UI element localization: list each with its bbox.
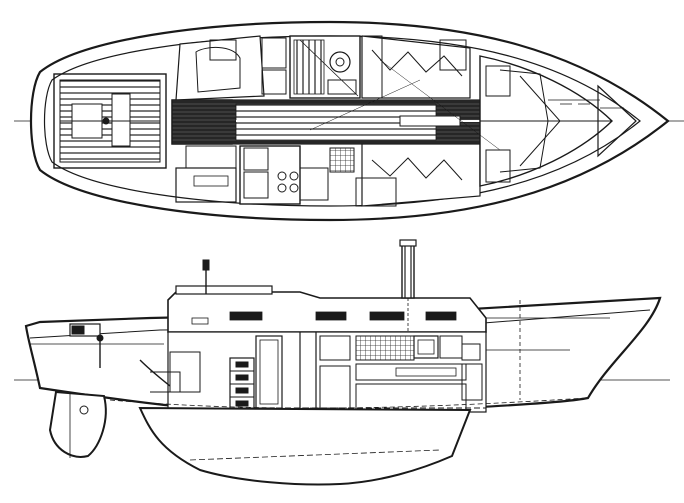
interior-cutaway: [167, 331, 487, 413]
chain-locker: [597, 84, 637, 158]
galley: [239, 145, 355, 205]
cockpit-profile: [30, 323, 181, 393]
keel: [138, 406, 472, 486]
forward-cabin: [479, 55, 614, 187]
cockpit: [53, 73, 167, 169]
saloon-settee-starboard: [355, 143, 481, 207]
deckhouse: [167, 285, 487, 333]
rudder: [48, 390, 107, 458]
plan-view: [14, 20, 684, 222]
saloon-settee-port: [361, 35, 471, 99]
profile-view: [14, 239, 670, 486]
head: [289, 35, 361, 99]
plan-deck-inner: [43, 35, 641, 207]
